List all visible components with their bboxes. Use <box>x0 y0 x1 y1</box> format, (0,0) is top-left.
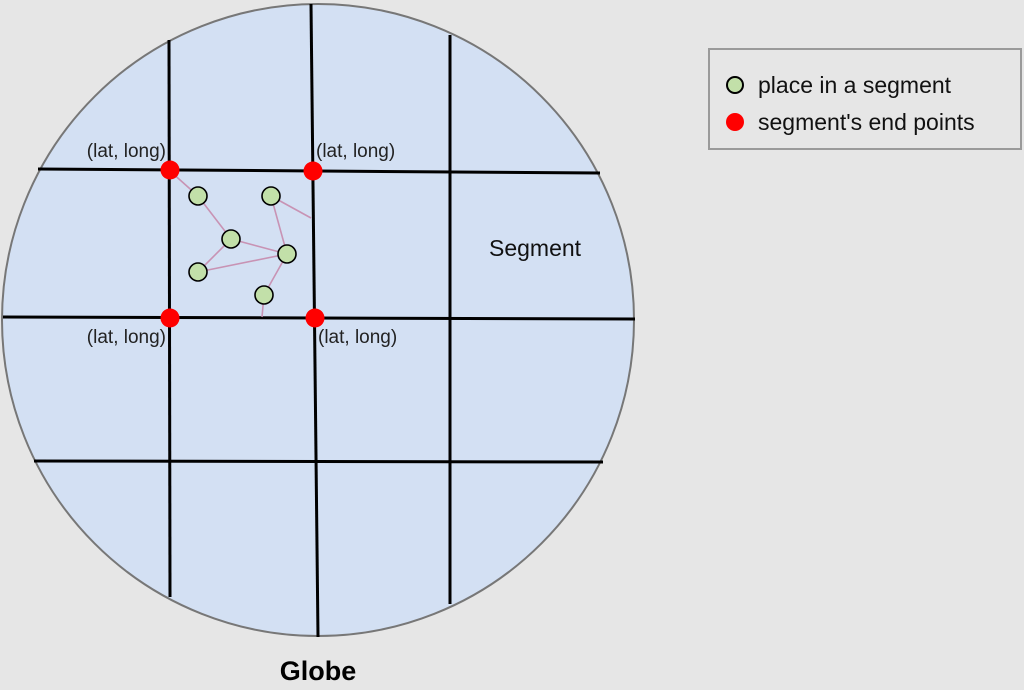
place-marker <box>277 244 297 264</box>
legend-label-end-points: segment's end points <box>758 108 975 135</box>
legend-item-place: place in a segment <box>726 70 951 100</box>
end-points <box>160 160 325 328</box>
diagram-title: Globe <box>280 656 357 686</box>
coordinate-label-top-left: (lat, long) <box>87 141 166 162</box>
coordinate-label-top-right: (lat, long) <box>316 141 395 162</box>
place-marker <box>261 186 281 206</box>
coordinate-label-bottom-left: (lat, long) <box>87 327 166 348</box>
green-circle-icon <box>726 76 744 94</box>
connector-line <box>197 253 288 273</box>
legend: place in a segment segment's end points <box>708 48 1022 150</box>
place-marker <box>188 262 208 282</box>
red-dot-icon <box>726 113 744 131</box>
place-marker <box>221 229 241 249</box>
place-marker <box>188 186 208 206</box>
legend-label-place: place in a segment <box>758 71 952 98</box>
grid-line-horizontal <box>33 459 604 464</box>
place-marker <box>254 285 274 305</box>
end-point-marker <box>160 160 180 180</box>
end-point-marker <box>160 308 180 328</box>
end-point-marker <box>305 308 325 328</box>
end-point-marker <box>303 161 323 181</box>
legend-item-end-points: segment's end points <box>726 107 975 137</box>
connector-line <box>270 195 288 255</box>
coordinate-label-bottom-right: (lat, long) <box>318 327 397 348</box>
places <box>188 186 297 305</box>
segment-label: Segment <box>489 235 582 261</box>
